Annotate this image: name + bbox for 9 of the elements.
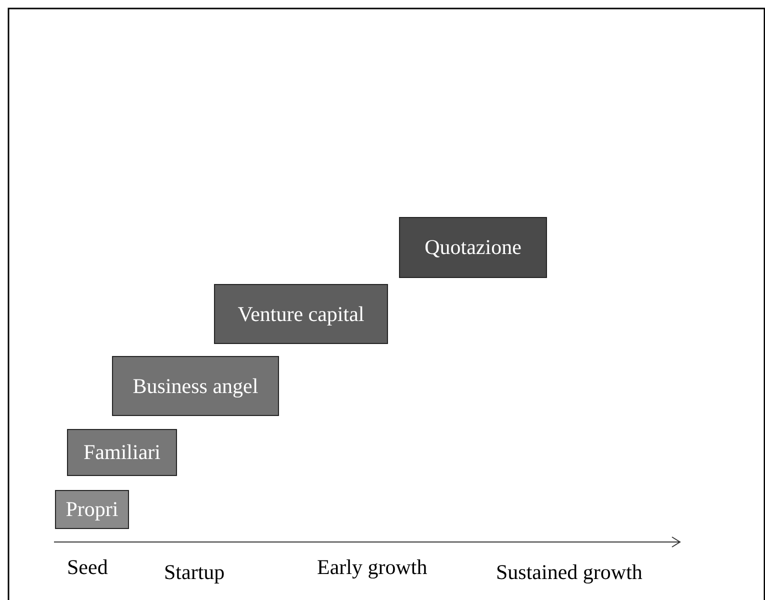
stage-label: Seed: [67, 555, 108, 580]
stage-box: Familiari: [67, 429, 177, 476]
stage-label: Early growth: [317, 555, 428, 580]
stage-label: Startup: [164, 560, 225, 585]
stage-box: Propri: [55, 490, 129, 529]
stage-label: Sustained growth: [496, 560, 642, 585]
stage-box: Business angel: [112, 356, 279, 416]
stage-box: Quotazione: [399, 217, 547, 278]
stage-box: Venture capital: [214, 284, 388, 344]
